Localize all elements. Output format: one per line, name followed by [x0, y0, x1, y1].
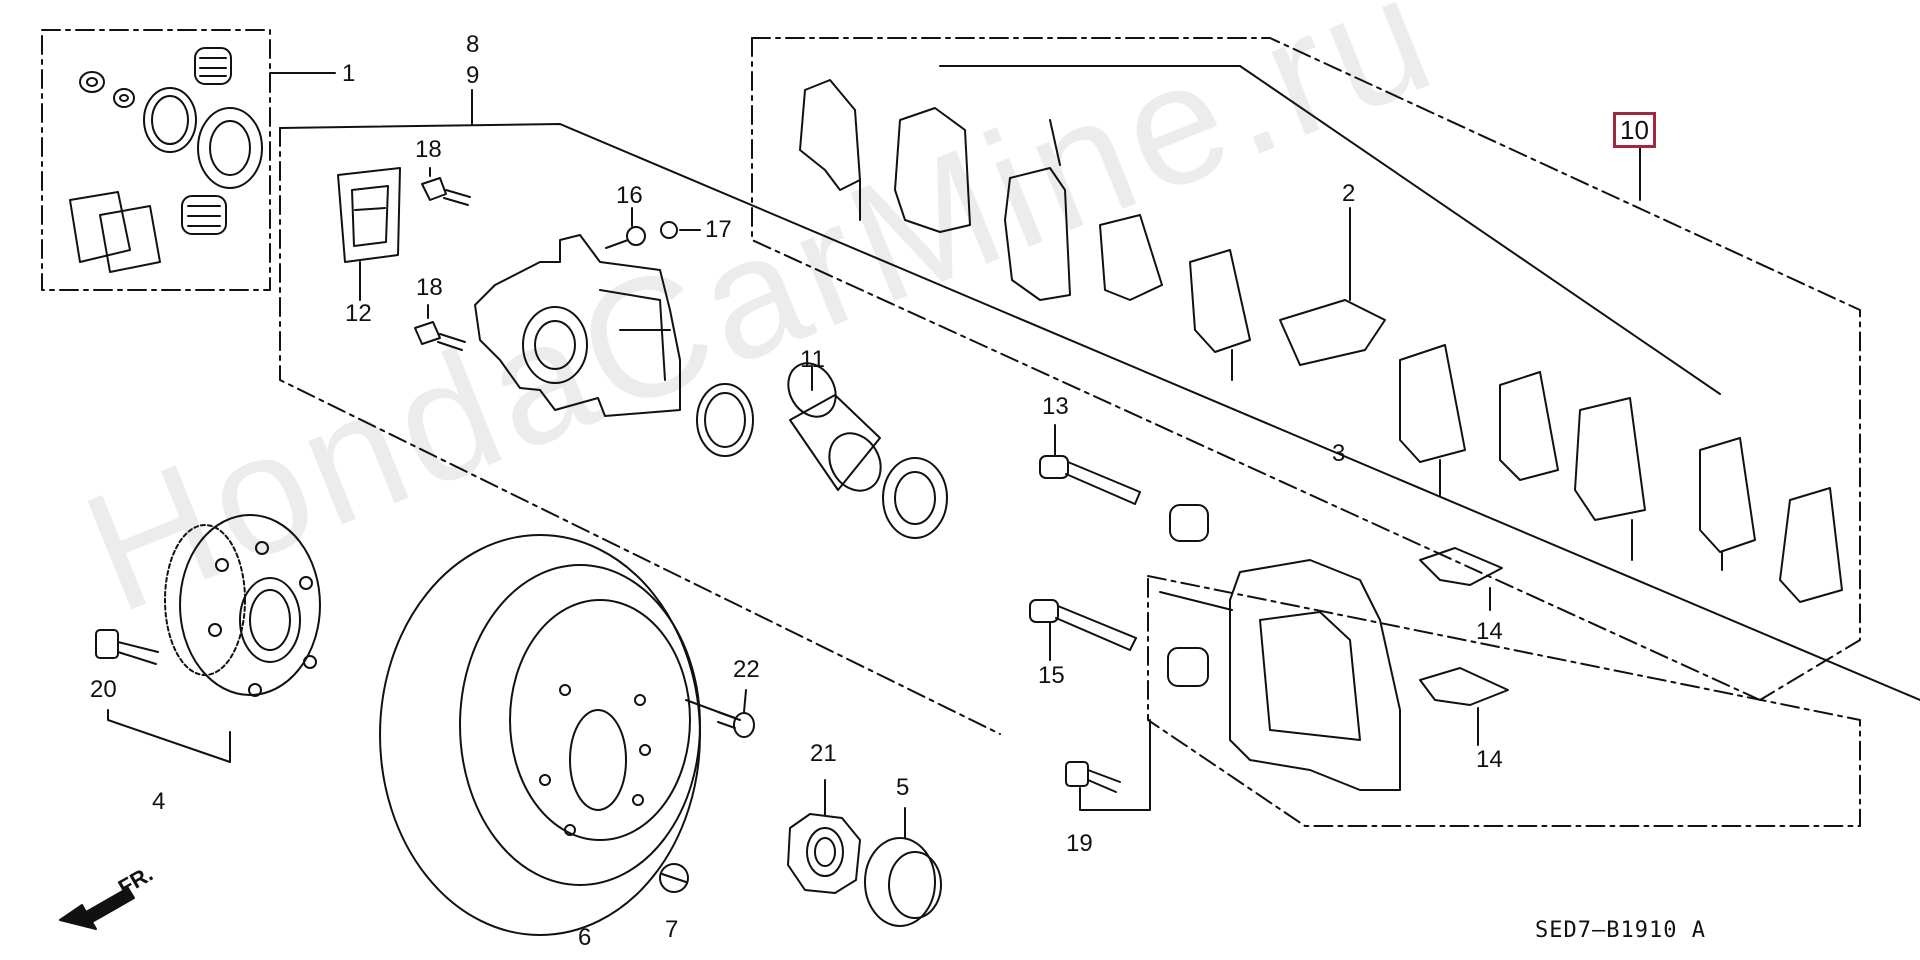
screw-7-icon [659, 863, 689, 893]
shim-2-icon [1279, 299, 1386, 366]
callout-18-a[interactable]: 18 [415, 136, 442, 163]
guide-pin-13-icon [1039, 455, 1141, 505]
pad-retainer-14a-icon [1419, 547, 1503, 586]
pin-boot-icons [1167, 504, 1209, 687]
fr-arrow-icon [59, 887, 135, 930]
guide-pin-15-icon [1029, 599, 1137, 651]
piston-seal-icon [696, 383, 754, 457]
piston-icon [787, 362, 882, 492]
callout-12[interactable]: 12 [345, 300, 372, 327]
callout-11[interactable]: 11 [800, 346, 825, 373]
callout-20[interactable]: 20 [90, 676, 117, 703]
hub-bearing-icon [164, 514, 321, 697]
caliper-body-icon [474, 234, 681, 417]
caliper-box-top [279, 123, 1920, 701]
leader-4-box [107, 709, 231, 763]
callout-3[interactable]: 3 [1332, 440, 1346, 467]
bolt-19-icon [1065, 761, 1121, 793]
callout-18-b[interactable]: 18 [416, 274, 443, 301]
caliper-box-left [279, 127, 1001, 735]
callout-1[interactable]: 1 [342, 60, 356, 87]
callout-19[interactable]: 19 [1066, 830, 1093, 857]
hub-cap-5-icon [864, 837, 942, 927]
piston-boot-icon [882, 457, 948, 539]
callout-15[interactable]: 15 [1038, 662, 1065, 689]
callout-8[interactable]: 8 [466, 31, 480, 58]
callout-14-a[interactable]: 14 [1476, 618, 1503, 645]
callout-21[interactable]: 21 [810, 740, 837, 767]
callout-2[interactable]: 2 [1342, 180, 1356, 207]
callout-5[interactable]: 5 [896, 774, 910, 801]
callout-7[interactable]: 7 [665, 916, 679, 943]
callout-17[interactable]: 17 [705, 216, 732, 243]
brake-pad-set-icon [799, 79, 1843, 603]
diagram-code: SED7—B1910 A [1535, 918, 1706, 943]
callout-10[interactable]: 10 [1613, 112, 1656, 148]
bolt-22-icon [717, 711, 755, 738]
callout-22[interactable]: 22 [733, 656, 760, 683]
pad-retainer-14b-icon [1419, 667, 1509, 706]
seal-kit-group-box [41, 29, 271, 291]
bolt-18-icons [414, 177, 471, 351]
brake-disc-icon [379, 534, 701, 936]
callout-6[interactable]: 6 [578, 924, 592, 951]
callout-14-b[interactable]: 14 [1476, 746, 1503, 773]
callout-16[interactable]: 16 [616, 182, 643, 209]
callout-4[interactable]: 4 [152, 788, 166, 815]
hub-bolt-20-icon [95, 629, 159, 665]
pad-box [751, 37, 1861, 701]
bracket-box [1147, 575, 1861, 827]
caliper-bracket-icon [1229, 559, 1401, 791]
callout-13[interactable]: 13 [1042, 393, 1069, 420]
pad-clip-icon [337, 167, 401, 263]
hub-nut-21-icon [787, 813, 861, 894]
callout-9[interactable]: 9 [466, 62, 480, 89]
seal-kit-icon [69, 47, 263, 273]
